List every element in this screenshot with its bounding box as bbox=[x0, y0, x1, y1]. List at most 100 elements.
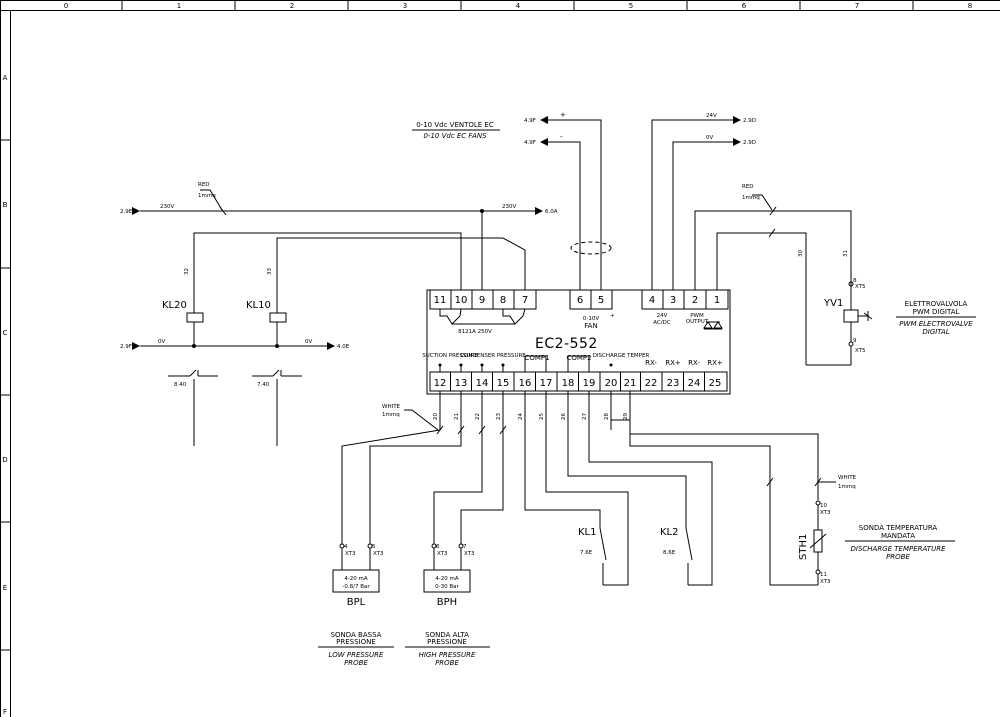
terminal-6: 6 bbox=[577, 295, 583, 306]
kl1-wire-b bbox=[545, 391, 629, 586]
terminal-19: 19 bbox=[583, 378, 596, 389]
kl2-contact-symbol: KL2 8.6E bbox=[660, 527, 693, 585]
fan-plus-ref: 4.9F bbox=[524, 118, 536, 124]
rx-minus-label-2: RX- bbox=[688, 359, 700, 367]
terminal-8: 8 bbox=[500, 295, 506, 306]
terminal-21: 21 bbox=[624, 378, 637, 389]
terminal-16: 16 bbox=[519, 378, 532, 389]
probe-white-label: WHITE bbox=[382, 404, 401, 410]
wire-number-label: 21 bbox=[454, 413, 460, 420]
grid-row-b: B bbox=[3, 201, 8, 209]
wire-33-label: 33 bbox=[267, 268, 273, 275]
kl2-wire-a bbox=[567, 391, 687, 528]
kl10-coil bbox=[269, 312, 287, 323]
terminal-15: 15 bbox=[497, 378, 510, 389]
terminal-10: 10 bbox=[455, 295, 468, 306]
discharge-title-it-2: MANDATA bbox=[881, 532, 915, 540]
mains-left-ref: 2.9E bbox=[120, 209, 133, 215]
grid-col-5: 5 bbox=[629, 2, 633, 10]
kl1-wire-a bbox=[524, 391, 601, 528]
rx-minus-label-1: RX- bbox=[645, 359, 657, 367]
grid-col-8: 8 bbox=[968, 2, 972, 10]
bph-t6-xt3: XT3 bbox=[437, 551, 448, 557]
kl10-contact-symbol: 7.40 bbox=[252, 369, 302, 446]
controller-model: EC2-552 bbox=[535, 336, 598, 352]
top-terminal-block-left bbox=[429, 289, 537, 310]
sth1-wire-b bbox=[629, 391, 818, 586]
terminal-14: 14 bbox=[476, 378, 489, 389]
supply-0v-wire bbox=[672, 141, 734, 290]
grid-row-a: A bbox=[3, 74, 8, 82]
comp1-bracket bbox=[524, 355, 547, 372]
supply-24v-wire bbox=[651, 119, 734, 290]
mains-red-label: RED bbox=[198, 182, 210, 188]
terminal-7: 7 bbox=[522, 295, 528, 306]
mains-right-arrow bbox=[535, 207, 543, 215]
valve-title-it: ELETTROVALVOLA bbox=[905, 300, 968, 308]
comp2-bracket bbox=[567, 355, 590, 372]
fan-output-section: 0-10 Vdc VENTOLE EC 0-10 Vdc EC FANS 4.9… bbox=[412, 111, 612, 290]
low-probe-en-1: LOW PRESSURE bbox=[329, 651, 384, 659]
valve-wire-30-label: 30 bbox=[798, 250, 804, 257]
valve-title-en: PWM ELECTROVALVE bbox=[899, 320, 973, 328]
bpl-range-2: -0.8/7 Bar bbox=[342, 584, 370, 590]
bpl-wire-a bbox=[341, 429, 441, 544]
neutral-left-arrow bbox=[132, 342, 140, 350]
terminal-12: 12 bbox=[434, 378, 447, 389]
terminal-23: 23 bbox=[667, 378, 680, 389]
bph-wire-a bbox=[433, 430, 483, 544]
terminal-11: 11 bbox=[434, 295, 447, 306]
comp1-label: COMP1 bbox=[524, 354, 549, 362]
bottom-terminal-dividers bbox=[450, 372, 705, 391]
wire-number-label: 20 bbox=[433, 413, 439, 420]
fan-range-label: 0-10V bbox=[583, 316, 599, 322]
discharge-white-label: WHITE bbox=[838, 475, 857, 481]
bph-t6-number: 6 bbox=[436, 544, 440, 550]
valve-sub-en: DIGITAL bbox=[922, 328, 949, 336]
discharge-title-it-1: SONDA TEMPERATURA bbox=[859, 524, 938, 532]
sth1-name: STH1 bbox=[798, 534, 809, 560]
terminal-3: 3 bbox=[670, 295, 676, 306]
fan-minus-arrow bbox=[540, 138, 548, 146]
rx-plus-label-1: RX+ bbox=[665, 359, 681, 367]
xt5-terminal-8 bbox=[848, 281, 854, 287]
xt3-11-label: XT3 bbox=[820, 579, 831, 585]
valve-section-label: 1mmq bbox=[742, 195, 760, 201]
suction-pressure-text: SUCTION PRESSURE bbox=[422, 353, 478, 359]
neutral-junction-kl20 bbox=[192, 344, 196, 348]
suction-pressure-label: SUCTION PRESSURE bbox=[422, 353, 478, 359]
triac-output-symbol bbox=[703, 321, 723, 330]
kl1-contact-symbol: KL1 7.6E bbox=[578, 527, 607, 585]
low-probe-it-1: SONDA BASSA bbox=[331, 631, 382, 639]
wire-number-label: 23 bbox=[496, 413, 502, 420]
condenser-pressure-label: CONDENSER PRESSURE bbox=[460, 353, 526, 359]
mains-section-label: 1mmq bbox=[198, 193, 216, 199]
grid-col-2: 2 bbox=[290, 2, 294, 10]
bph-t7-number: 7 bbox=[463, 544, 467, 550]
wire-number-label: 25 bbox=[539, 413, 545, 420]
supply-24v-section: 24V 2.9D 0V 2.9D bbox=[651, 113, 756, 290]
wire-number-label: 26 bbox=[561, 413, 567, 420]
bph-range-2: 0-30 Bar bbox=[435, 584, 459, 590]
relay-coils: KL20 KL10 2.9F 4.0E 0V 0V 8.40 7. bbox=[120, 300, 350, 446]
kl20-contact-symbol: 8.40 bbox=[168, 369, 218, 446]
valve-sub-it: PWM DIGITAL bbox=[913, 308, 960, 316]
bph-t7-xt3: XT3 bbox=[464, 551, 475, 557]
valve-section: RED 1mmq 30 31 8 XT5 YV1 9 XT5 ELETTROVA… bbox=[694, 184, 976, 366]
neutral-right-arrow bbox=[327, 342, 335, 350]
relay-common-wire bbox=[193, 232, 462, 313]
high-probe-en-2: PROBE bbox=[435, 659, 459, 667]
valve-coil bbox=[843, 309, 859, 323]
discharge-title-en-1: DISCHARGE TEMPERATURE bbox=[851, 545, 947, 553]
bph-wire-b bbox=[460, 430, 504, 544]
valve-name: YV1 bbox=[823, 298, 843, 309]
kl10-contact-ref: 7.40 bbox=[257, 382, 270, 388]
relay-rating-label: 8121A 250V bbox=[458, 329, 492, 335]
bph-sensor-box bbox=[423, 569, 471, 593]
fan-minus-ref: 4.9F bbox=[524, 140, 536, 146]
xt5-8-label: XT5 bbox=[855, 284, 866, 290]
xt3-10-number: 10 bbox=[820, 503, 827, 509]
